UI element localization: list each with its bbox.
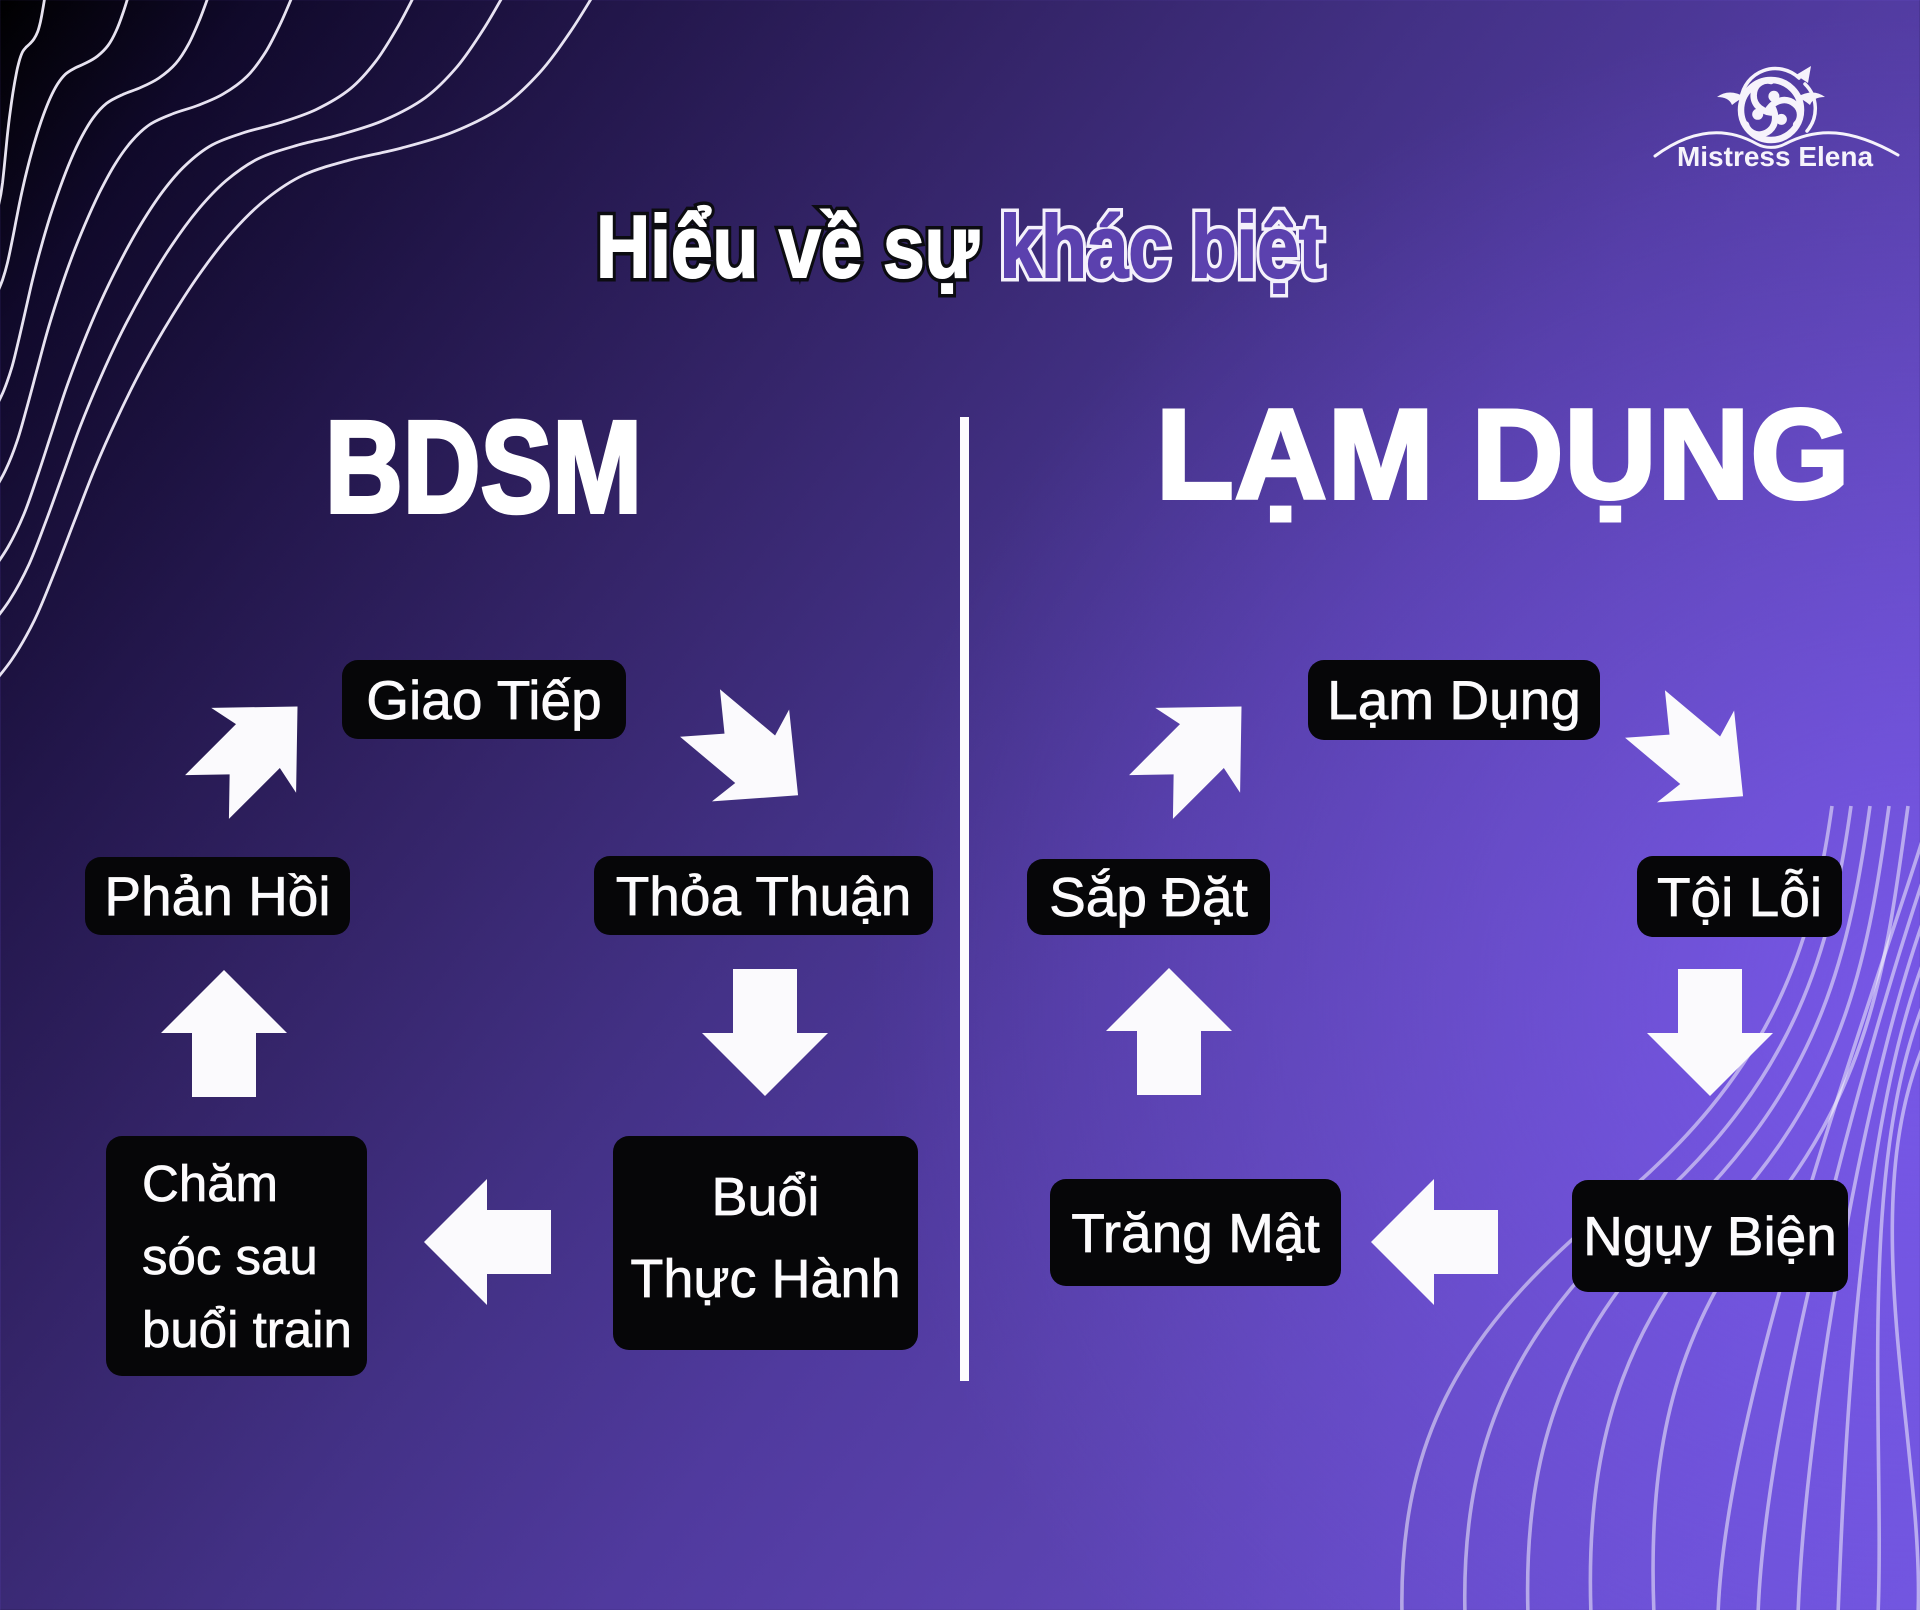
svg-text:Mistress Elena: Mistress Elena [1677,141,1874,172]
